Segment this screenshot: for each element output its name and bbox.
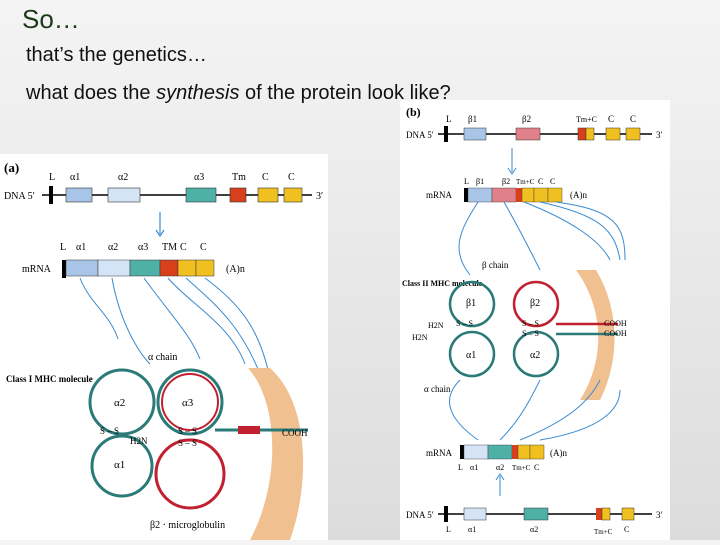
svg-text:β1: β1: [466, 298, 476, 309]
svg-text:3′: 3′: [316, 191, 323, 202]
svg-text:α2: α2: [114, 397, 125, 409]
svg-text:mRNA: mRNA: [426, 190, 453, 200]
svg-text:H2N: H2N: [130, 436, 148, 446]
svg-text:C: C: [608, 114, 614, 124]
svg-text:Tm: Tm: [232, 172, 246, 183]
svg-text:β chain: β chain: [482, 260, 509, 270]
svg-text:C: C: [538, 177, 543, 186]
figure-a-class-i: (a) DNA 5′ 3′ L α1 α2 α3 Tm C C L α1 α2 …: [0, 154, 328, 540]
dna-label: DNA 5′: [4, 191, 35, 202]
svg-text:α1: α1: [468, 525, 476, 534]
svg-text:H2N: H2N: [412, 333, 428, 342]
svg-text:α2: α2: [530, 350, 540, 361]
svg-text:C: C: [624, 525, 629, 534]
svg-text:β1: β1: [476, 177, 484, 186]
svg-text:β2: β2: [522, 114, 531, 124]
svg-text:Tm+C: Tm+C: [594, 528, 613, 536]
svg-text:α1: α1: [466, 350, 476, 361]
svg-text:S – S: S – S: [100, 426, 119, 436]
svg-text:C: C: [630, 114, 636, 124]
svg-text:L: L: [446, 114, 452, 124]
svg-text:TM: TM: [162, 242, 177, 253]
svg-text:α3: α3: [194, 172, 204, 183]
svg-text:COOH: COOH: [282, 428, 308, 438]
figure-b-class-ii: (b) DNA 5′ 3′ L β1 β2 Tm+C C C L β1 β2 T…: [400, 100, 670, 540]
svg-text:α3: α3: [138, 242, 148, 253]
svg-text:β2 · microglobulin: β2 · microglobulin: [150, 520, 225, 531]
svg-text:α chain: α chain: [424, 384, 451, 394]
class-ii-label: Class II MHC molecule: [402, 279, 483, 288]
svg-text:α1: α1: [114, 459, 125, 471]
svg-text:α2: α2: [118, 172, 128, 183]
svg-text:Tm+C: Tm+C: [576, 115, 597, 124]
svg-text:C: C: [288, 172, 295, 183]
slide-line-1: that’s the genetics…: [26, 44, 207, 66]
svg-text:DNA 5′: DNA 5′: [406, 130, 434, 140]
svg-text:C: C: [262, 172, 269, 183]
svg-text:S – S: S – S: [522, 319, 539, 328]
mrna-label: mRNA: [22, 264, 52, 275]
svg-text:α1: α1: [76, 242, 86, 253]
svg-text:α1: α1: [470, 463, 478, 472]
svg-text:α3: α3: [182, 397, 194, 409]
svg-text:α chain: α chain: [148, 352, 177, 363]
svg-text:S – S: S – S: [178, 426, 197, 436]
svg-text:COOH: COOH: [604, 329, 627, 338]
svg-text:L: L: [458, 463, 463, 472]
svg-text:COOH: COOH: [604, 319, 627, 328]
svg-text:L: L: [464, 177, 469, 186]
svg-text:DNA 5′: DNA 5′: [406, 510, 434, 520]
svg-text:α2: α2: [530, 525, 538, 534]
svg-text:Tm+C: Tm+C: [516, 178, 535, 186]
svg-text:α2: α2: [496, 463, 504, 472]
svg-text:Tm+C: Tm+C: [512, 464, 531, 472]
svg-text:(A)n: (A)n: [570, 190, 587, 200]
svg-text:L: L: [60, 242, 66, 253]
svg-text:mRNA: mRNA: [426, 448, 453, 458]
svg-text:S – S: S – S: [178, 438, 197, 448]
svg-text:C: C: [180, 242, 187, 253]
svg-text:C: C: [550, 177, 555, 186]
svg-text:α1: α1: [70, 172, 80, 183]
svg-text:S – S: S – S: [522, 329, 539, 338]
svg-text:(b): (b): [406, 105, 421, 119]
svg-text:S – S: S – S: [456, 319, 473, 328]
svg-text:β1: β1: [468, 114, 477, 124]
svg-text:3′: 3′: [656, 130, 663, 140]
svg-text:L: L: [49, 172, 55, 183]
svg-text:(A)n: (A)n: [226, 264, 245, 275]
svg-text:H2N: H2N: [428, 321, 444, 330]
svg-text:L: L: [446, 525, 451, 534]
svg-text:C: C: [534, 463, 539, 472]
svg-text:C: C: [200, 242, 207, 253]
panel-label: (a): [4, 160, 19, 175]
svg-text:3′: 3′: [656, 510, 663, 520]
slide-title: So…: [22, 4, 80, 34]
svg-text:β2: β2: [530, 298, 540, 309]
svg-text:α2: α2: [108, 242, 118, 253]
slide-line-2: what does the synthesis of the protein l…: [26, 82, 451, 104]
class-i-label: Class I MHC molecule: [6, 374, 93, 384]
svg-text:(A)n: (A)n: [550, 448, 567, 458]
svg-text:β2: β2: [502, 177, 510, 186]
